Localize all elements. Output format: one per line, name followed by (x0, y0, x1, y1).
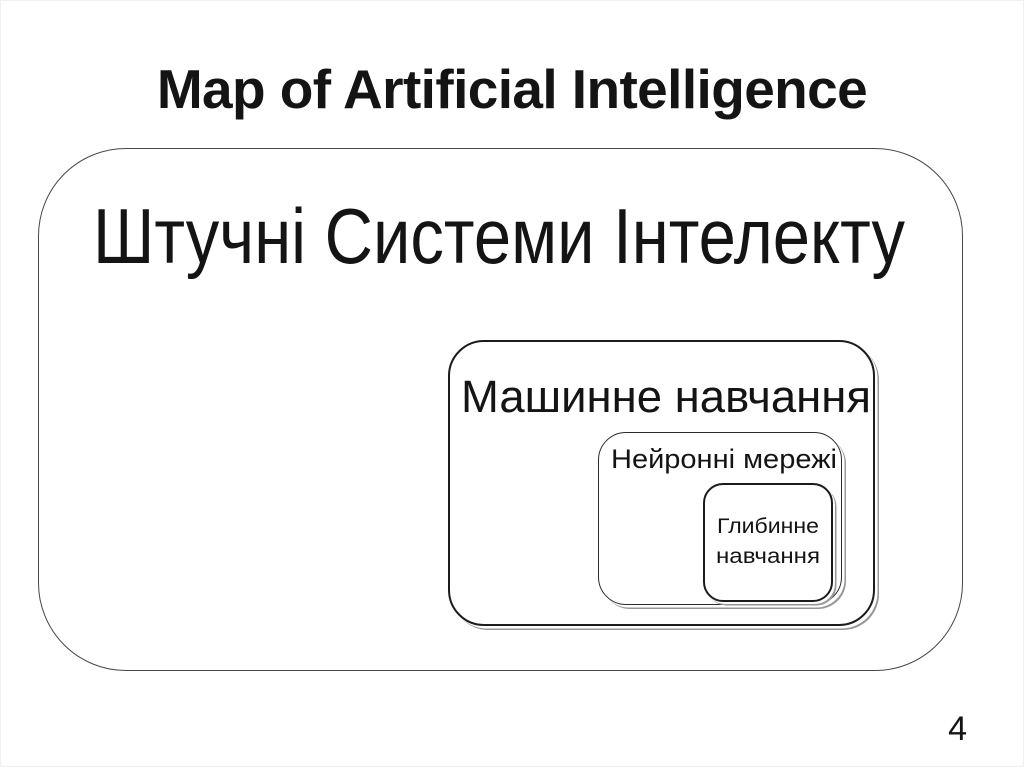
slide-title: Map of Artificial Intelligence (156, 58, 868, 120)
page-number: 4 (948, 710, 967, 748)
deep-learning-box (703, 483, 833, 602)
